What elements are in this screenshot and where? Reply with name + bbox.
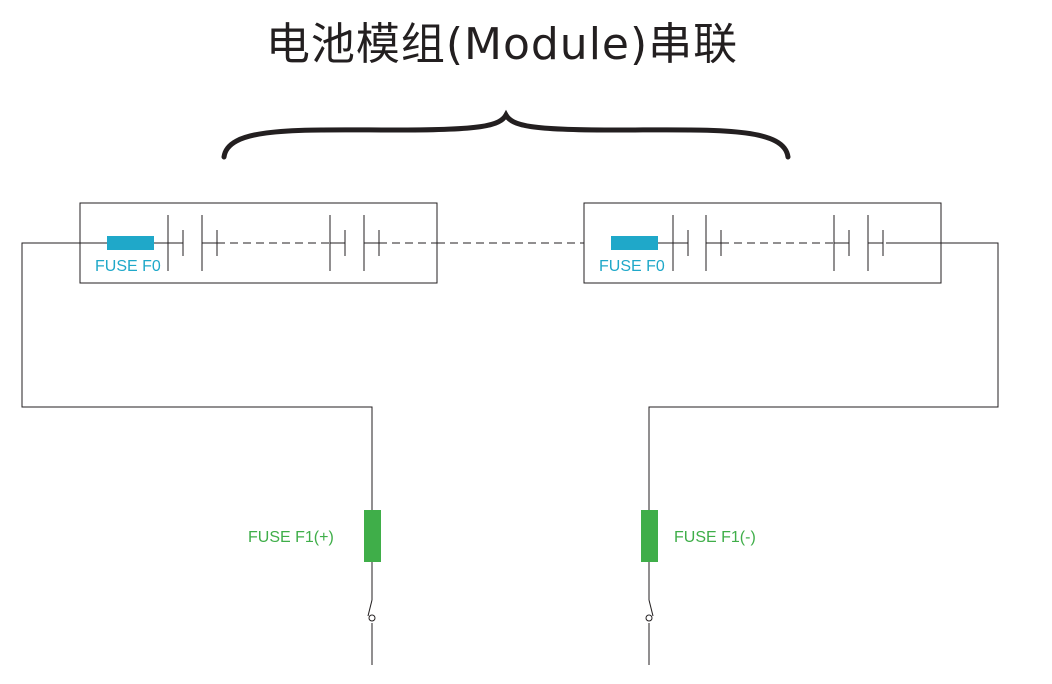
fuse-f1-negative-symbol xyxy=(641,510,658,562)
positive-wire xyxy=(21,242,373,510)
fuse-f1-negative-label: FUSE F1(-) xyxy=(674,529,756,546)
fuse-f0-symbol xyxy=(107,236,154,250)
fuse-f1-positive-symbol xyxy=(364,510,381,562)
module-group-brace xyxy=(221,109,791,160)
negative-wire xyxy=(648,242,999,510)
module-2-cells xyxy=(611,215,884,271)
negative-switch xyxy=(645,599,654,622)
fuse-f1-positive-label: FUSE F1(+) xyxy=(248,529,334,546)
fuse-f0-label: FUSE F0 xyxy=(599,258,665,275)
module-1-cells xyxy=(107,215,437,271)
fuse-f0-symbol xyxy=(611,236,658,250)
fuse-f0-label: FUSE F0 xyxy=(95,258,161,275)
diagram-title: 电池模组(Module)串联 xyxy=(265,19,739,70)
positive-switch xyxy=(367,599,376,622)
